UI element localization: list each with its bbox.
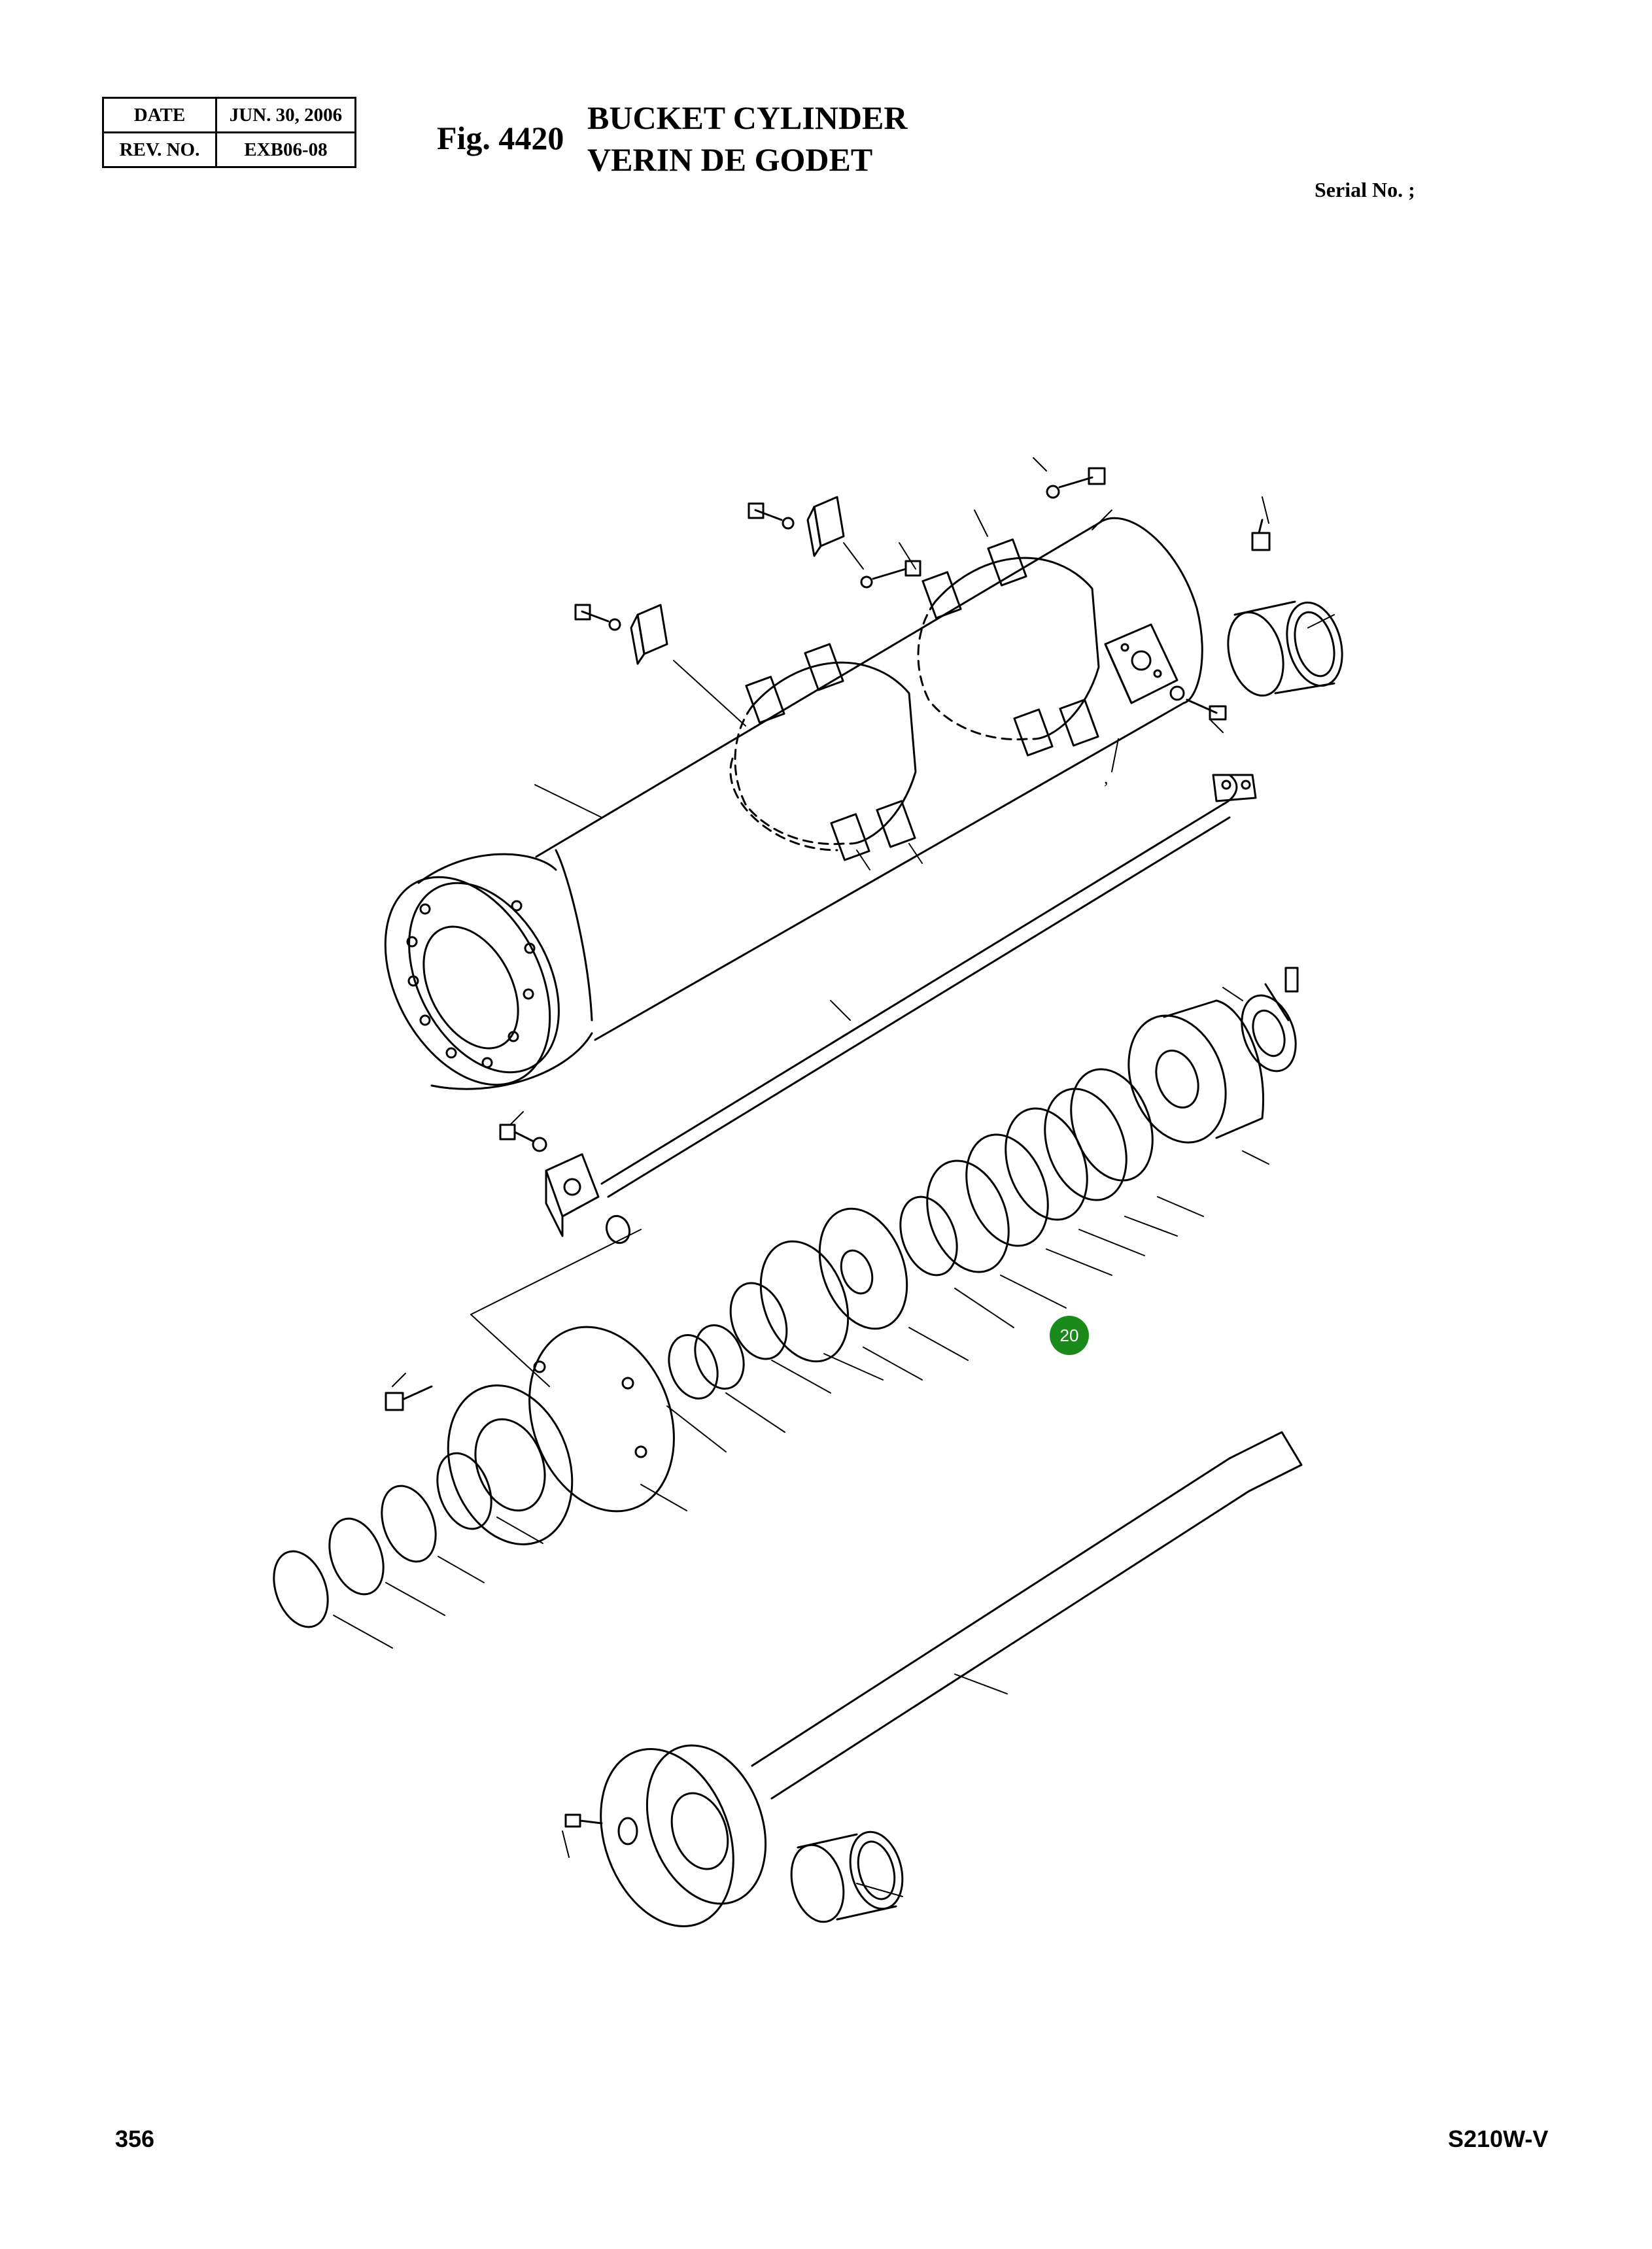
hydraulic-pipe [600,774,1257,1198]
bolt-clamp-left [574,604,621,631]
head-seal-ring-2 [729,1282,788,1360]
serial-number: Serial No. ; [1315,178,1415,201]
leader-lines [333,457,1335,1897]
figure-title: BUCKET CYLINDER VERIN DE GODET [587,97,907,180]
pipe-o-ring [605,1214,631,1245]
bushing-rod-eye-bottom [790,1830,904,1923]
bolt-pipe-flange [499,1124,547,1152]
callout-20-badge [1050,1316,1089,1355]
piston-seal-ring-4 [965,1133,1049,1247]
head-bushing [668,1324,745,1399]
rod-head-gland [447,1326,675,1545]
bolt-clamp-mid [860,560,921,589]
rod-seal-ring-1 [436,1452,492,1530]
piston-seal-ring-3 [1005,1107,1088,1221]
rev-label: REV. NO. [102,131,217,168]
bolt-port-block [1169,685,1227,721]
pipe-flange [545,1153,600,1237]
set-screw [1284,967,1299,993]
title-english: BUCKET CYLINDER [587,99,908,136]
rod-seal-ring-4 [273,1550,329,1628]
date-label: DATE [102,97,217,133]
grease-nipple-rod [564,1813,603,1828]
callout-20[interactable]: 20 [1050,1316,1089,1355]
callout-20-label: 20 [1060,1326,1079,1345]
rod-seal-ring-3 [328,1517,385,1596]
cylinder-tube [384,517,1203,1090]
clamp-block-top [806,496,845,557]
cushion-ring [818,1207,908,1330]
pipe-clamp-band-rear [917,538,1100,757]
model-number: S210W-V [1448,2125,1549,2152]
lock-nut [1241,983,1297,1073]
date-value: JUN. 30, 2006 [215,97,356,133]
bolt-clamp-top [748,502,795,530]
bolt-clamp-upper [1046,467,1106,499]
revision-table: DATE JUN. 30, 2006 REV. NO. EXB06-08 [102,97,356,168]
page-number: 356 [115,2125,155,2152]
bushing-rod-eye-top [1227,600,1343,697]
figure-number: Fig. 4420 [437,120,564,156]
piston-seal-ring-2 [1044,1088,1127,1201]
pipe-clamp-band-front [729,643,917,861]
rod-seal-ring-2 [381,1485,437,1563]
piston-seal-ring-5 [926,1159,1010,1273]
piston-rod [600,1431,1303,1928]
bolt-rod-head [385,1385,433,1411]
title-french: VERIN DE GODET [587,141,873,178]
rev-value: EXB06-08 [215,131,356,168]
piston-seal-ring-1 [1070,1068,1154,1182]
piston [1127,999,1264,1144]
head-seal-ring-1 [759,1240,850,1363]
piston-seal-ring-6 [899,1195,958,1277]
port-block [1104,623,1179,704]
clamp-block-left [630,604,668,665]
grease-nipple-top [1251,519,1271,551]
stray-mark: , [1104,768,1109,787]
